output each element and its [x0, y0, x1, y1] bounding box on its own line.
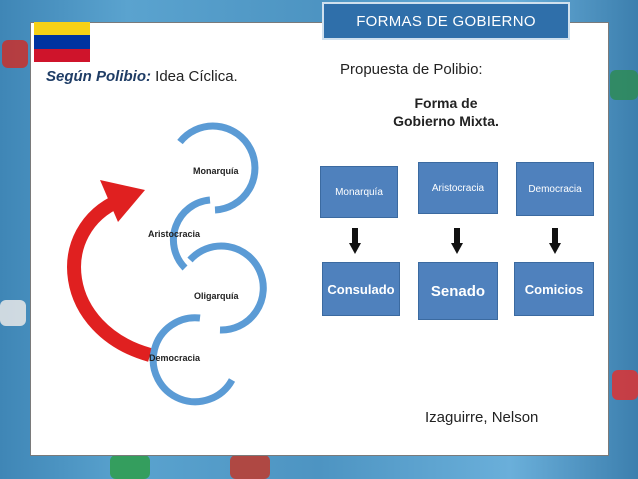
flag-decoration: [110, 455, 150, 479]
box-aristocracia: Aristocracia: [418, 162, 498, 214]
cycle-label-democracia: Democracia: [149, 353, 201, 363]
flag-decoration: [230, 455, 270, 479]
slide-title: FORMAS DE GOBIERNO: [322, 2, 570, 40]
box-comicios: Comicios: [514, 262, 594, 316]
box-senado: Senado: [418, 262, 498, 320]
down-arrow-icon: [451, 228, 463, 254]
cycle-label-aristocracia: Aristocracia: [148, 229, 201, 239]
mixed-government-title-line2: Gobierno Mixta.: [393, 113, 499, 129]
ring-democracia: [149, 314, 236, 406]
cycle-label-monarquia: Monarquía: [193, 166, 239, 176]
flag-decoration: [610, 70, 638, 100]
cycle-label-oligarquia: Oligarquía: [194, 291, 239, 301]
flag-decoration: [2, 40, 28, 68]
mixed-government-title: Forma de Gobierno Mixta.: [366, 94, 526, 130]
ring-aristocracia: [169, 196, 211, 271]
author: Izaguirre, Nelson: [425, 409, 539, 426]
box-democracia: Democracia: [516, 162, 594, 216]
left-heading-bold: Según Polibio:: [46, 68, 151, 85]
venezuela-flag-icon: [34, 22, 90, 62]
left-heading-rest: Idea Cíclica.: [151, 68, 238, 85]
box-monarquia: Monarquía: [320, 166, 398, 218]
down-arrow-icon: [549, 228, 561, 254]
cycle-return-arrow: [67, 193, 153, 362]
flag-decoration: [0, 300, 26, 326]
right-heading: Propuesta de Polibio:: [340, 61, 483, 78]
ring-monarquia: [177, 122, 259, 214]
slide: [30, 22, 609, 456]
ring-oligarquia: [187, 242, 267, 334]
mixed-government-title-line1: Forma de: [414, 95, 478, 111]
flag-decoration: [612, 370, 638, 400]
left-heading: Según Polibio: Idea Cíclica.: [46, 68, 238, 85]
down-arrow-icon: [349, 228, 361, 254]
box-consulado: Consulado: [322, 262, 400, 316]
cycle-return-arrowhead: [100, 180, 145, 222]
